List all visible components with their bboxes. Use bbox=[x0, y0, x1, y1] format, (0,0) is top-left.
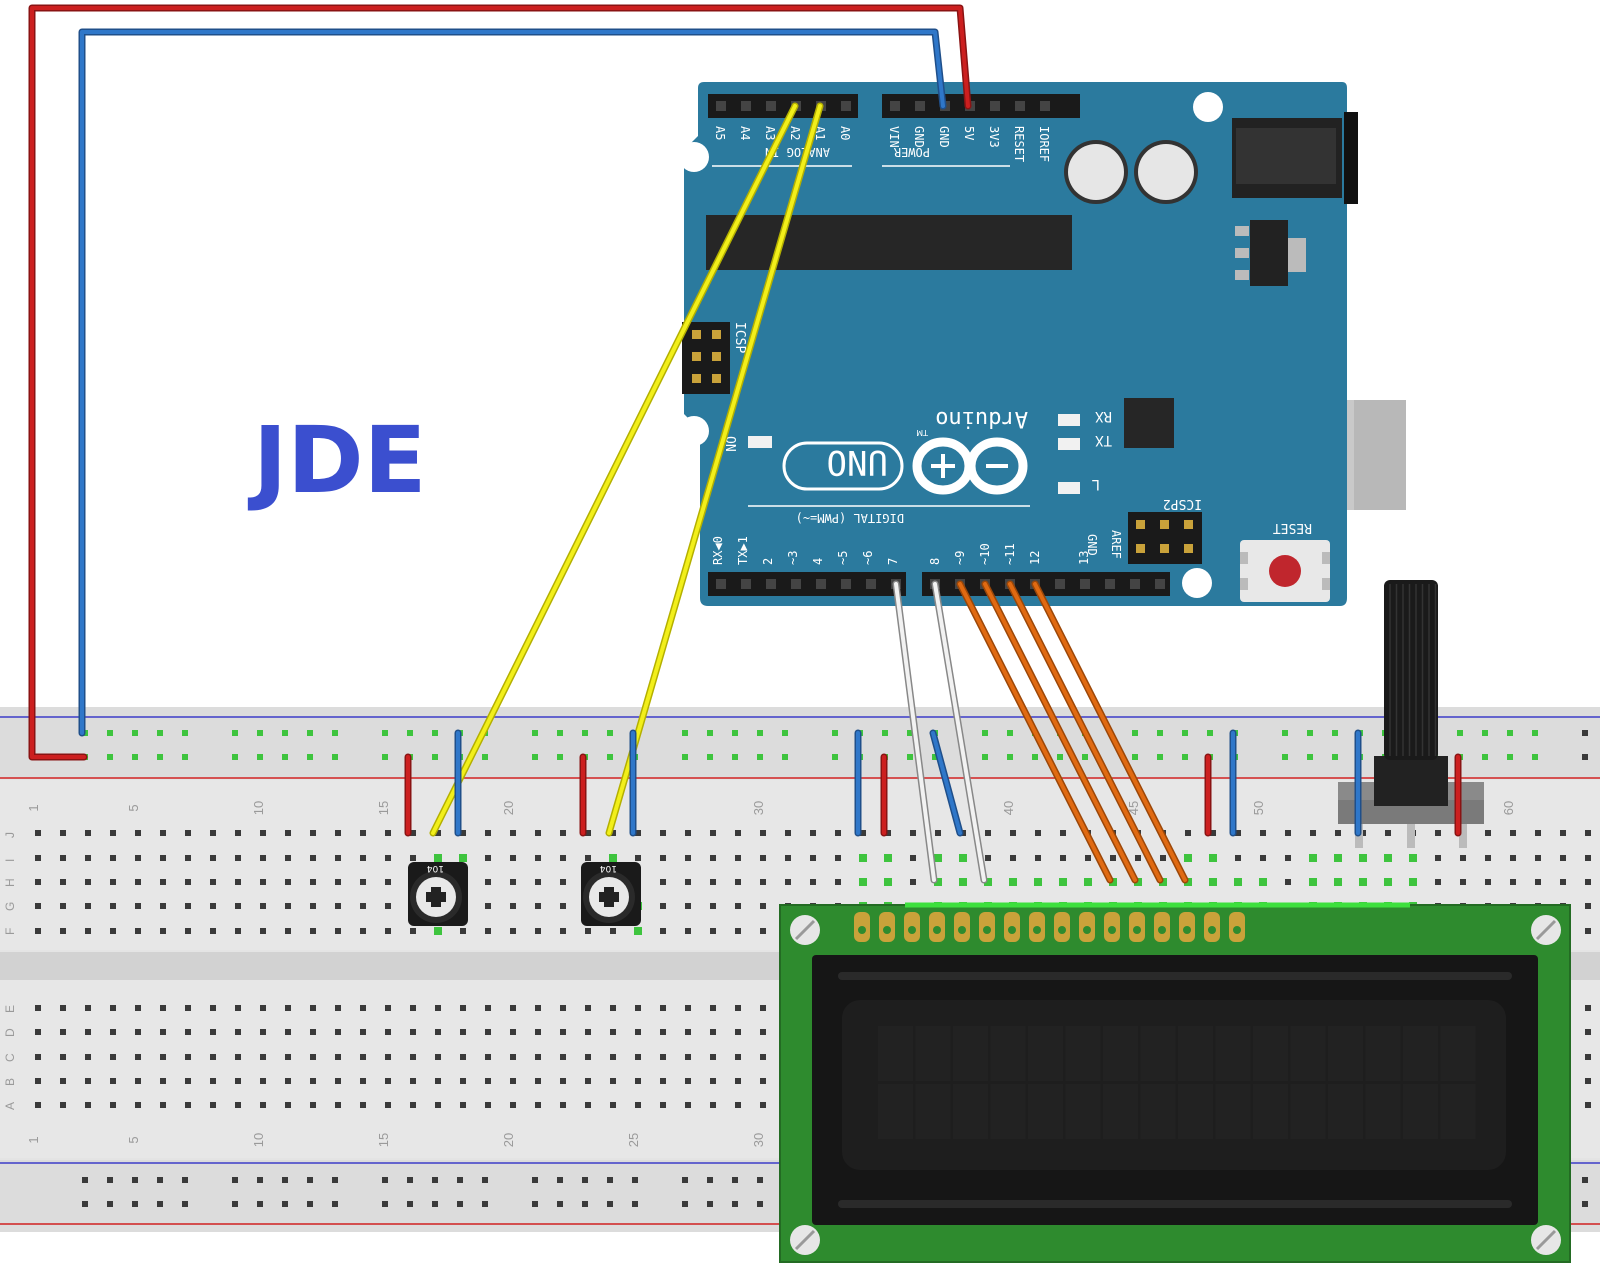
row-letter-e: E bbox=[3, 1005, 17, 1013]
pin-label-d13: 13 bbox=[1077, 551, 1091, 565]
trimpot-left-marking: 104 bbox=[427, 863, 444, 873]
reset-button-label: RESET bbox=[1273, 520, 1312, 535]
col-num-40: 40 bbox=[1001, 801, 1016, 815]
arduino-brand-text: Arduino bbox=[935, 406, 1028, 431]
col-num-50: 50 bbox=[1251, 801, 1266, 815]
pin-label-d11: ~11 bbox=[1003, 543, 1017, 565]
tx-label: TX bbox=[1095, 432, 1112, 448]
pin-label-d2: 2 bbox=[761, 558, 775, 565]
col-num-15: 15 bbox=[376, 801, 391, 815]
col-num-30: 30 bbox=[751, 801, 766, 815]
analog-header bbox=[708, 94, 858, 118]
dc-power-jack bbox=[1232, 112, 1358, 204]
wires bbox=[28, 4, 1462, 884]
pin-label-a2: A2 bbox=[788, 126, 802, 140]
atmega-chip bbox=[706, 215, 1072, 270]
col-num-bottom-10: 10 bbox=[251, 1133, 266, 1147]
pin-label-d1: TX▶1 bbox=[736, 536, 750, 565]
pin-label-d0: RX◀0 bbox=[711, 536, 725, 565]
lcd-header-pins bbox=[854, 912, 1245, 942]
pin-label-gnd-digital: GND bbox=[1085, 534, 1099, 556]
arduino-logo: Arduino TM UNO bbox=[782, 406, 1028, 495]
icsp2-label: ICSP2 bbox=[1163, 496, 1202, 511]
trimpot-right[interactable]: 104 bbox=[581, 862, 641, 926]
pin-label-a5: A5 bbox=[713, 126, 727, 140]
col-num-bottom-30: 30 bbox=[751, 1133, 766, 1147]
voltage-regulator bbox=[1235, 220, 1306, 286]
lcd-16x2-module bbox=[779, 904, 1571, 1263]
lcd-screws bbox=[790, 915, 1561, 1255]
pin-label-gnd-1: GND bbox=[912, 126, 926, 148]
pin-label-gnd-2: GND bbox=[937, 126, 951, 148]
rotary-potentiometer[interactable] bbox=[1338, 580, 1484, 848]
pin-label-ioref: IOREF bbox=[1037, 126, 1051, 162]
row-letter-g: G bbox=[3, 902, 17, 911]
pin-label-aref: AREF bbox=[1109, 530, 1123, 559]
power-header bbox=[882, 94, 1080, 118]
col-num-bottom-15: 15 bbox=[376, 1133, 391, 1147]
col-num-1: 1 bbox=[26, 804, 41, 811]
col-num-5: 5 bbox=[126, 804, 141, 811]
pin-label-a0: A0 bbox=[838, 126, 852, 140]
pin-label-d8: 8 bbox=[928, 558, 942, 565]
lcd-character-grid bbox=[878, 1026, 1476, 1139]
reset-button[interactable] bbox=[1240, 540, 1330, 602]
row-letter-f: F bbox=[3, 928, 17, 935]
icsp2-header: ICSP2 bbox=[1128, 496, 1202, 564]
pin-label-d10: ~10 bbox=[978, 543, 992, 565]
pin-label-d6: ~6 bbox=[861, 551, 875, 565]
digital-header-low bbox=[708, 572, 906, 596]
pin-label-d7: 7 bbox=[886, 558, 900, 565]
col-num-bottom-1: 1 bbox=[26, 1136, 41, 1143]
digital-pwm-label: DIGITAL (PWM=~) bbox=[796, 511, 904, 525]
row-letter-h: H bbox=[3, 878, 17, 887]
infinity-logo-icon bbox=[912, 437, 1028, 495]
pin-label-reset: RESET bbox=[1012, 126, 1026, 162]
icsp-label: ICSP bbox=[732, 322, 747, 353]
trimpot-right-marking: 104 bbox=[600, 863, 617, 873]
icsp-header: ICSP bbox=[682, 322, 747, 394]
col-num-45: 45 bbox=[1126, 801, 1141, 815]
row-letter-j: J bbox=[3, 832, 17, 838]
col-num-60: 60 bbox=[1501, 801, 1516, 815]
analog-in-label: ANALOG IN bbox=[765, 145, 830, 159]
row-letter-b: B bbox=[3, 1078, 17, 1086]
col-num-bottom-5: 5 bbox=[126, 1136, 141, 1143]
pin-label-d12: 12 bbox=[1028, 551, 1042, 565]
pin-label-d5: ~5 bbox=[836, 551, 850, 565]
col-num-20: 20 bbox=[501, 801, 516, 815]
trimpot-left[interactable]: 104 bbox=[408, 862, 468, 926]
col-num-10: 10 bbox=[251, 801, 266, 815]
tm-mark: TM bbox=[916, 428, 929, 437]
col-num-bottom-20: 20 bbox=[501, 1133, 516, 1147]
capacitors bbox=[1064, 140, 1198, 204]
top-power-rail bbox=[0, 707, 1600, 779]
col-num-bottom-25: 25 bbox=[626, 1133, 641, 1147]
power-label: POWER bbox=[893, 145, 930, 159]
pin-label-d4: 4 bbox=[811, 558, 825, 565]
pin-label-vin: VIN bbox=[887, 126, 901, 148]
pin-label-3v3: 3V3 bbox=[987, 126, 1001, 148]
row-letter-c: C bbox=[3, 1053, 17, 1062]
arduino-uno-board: A5 A4 A3 A2 A1 A0 VIN GND GND 5V 3V3 RES… bbox=[679, 82, 1406, 606]
pin-label-a4: A4 bbox=[738, 126, 752, 140]
l-label: L bbox=[1092, 476, 1100, 492]
pin-label-d3: ~3 bbox=[786, 551, 800, 565]
pin-label-5v: 5V bbox=[962, 126, 976, 140]
uno-model-text: UNO bbox=[827, 442, 888, 482]
usb-chip bbox=[1124, 398, 1174, 448]
row-letter-i: I bbox=[3, 859, 17, 862]
pin-label-a3: A3 bbox=[763, 126, 777, 140]
row-letter-a: A bbox=[3, 1102, 17, 1110]
row-letter-d: D bbox=[3, 1028, 17, 1037]
pin-label-d9: ~9 bbox=[953, 551, 967, 565]
watermark-text: JDE bbox=[247, 407, 426, 514]
rx-label: RX bbox=[1095, 408, 1112, 424]
